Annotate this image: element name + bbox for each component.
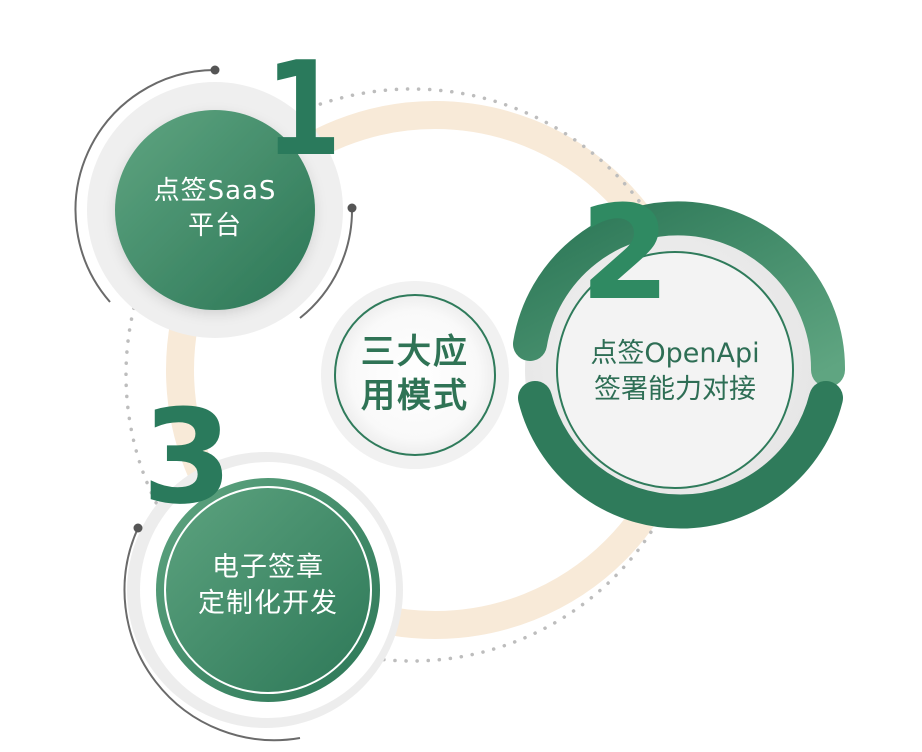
center-label-line2: 用模式 — [361, 376, 469, 417]
node2-arc-top — [513, 201, 846, 387]
node3-arc-outer — [123, 527, 301, 742]
node1-label: 点签SaaS 平台 — [135, 174, 295, 244]
node3-disk — [156, 478, 380, 702]
node1-disk — [115, 110, 315, 310]
node1-arc-outer — [74, 69, 216, 303]
node2-number: 2 — [580, 177, 671, 329]
center-label-line1: 三大应 — [361, 332, 469, 372]
node3-label-line1: 电子签章 — [212, 552, 324, 583]
node2-inner-disk — [556, 251, 794, 489]
node3-label-line2: 定制化开发 — [198, 588, 338, 620]
node1-arc-right — [299, 207, 354, 319]
node1-label-line1: 点签SaaS — [153, 176, 277, 206]
node1-label-line2: 平台 — [187, 211, 242, 242]
node1-arc-dot-right — [347, 203, 357, 213]
node3-number: 3 — [142, 381, 233, 533]
node2-label-line1: 点签OpenApi — [590, 338, 760, 369]
node1-arc-dot-top — [210, 65, 220, 75]
node3-arc-dot — [133, 523, 143, 533]
node3-inner-ring — [164, 486, 372, 694]
center-label: 三大应 用模式 — [335, 330, 495, 418]
node1-number: 1 — [264, 33, 342, 185]
node2-arc-bottom — [518, 381, 843, 529]
node2-label-line2: 签署能力对接 — [594, 374, 756, 406]
node3-label: 电子签章 定制化开发 — [188, 550, 348, 623]
node2-label: 点签OpenApi 签署能力对接 — [575, 336, 775, 409]
center-disk — [334, 294, 496, 456]
